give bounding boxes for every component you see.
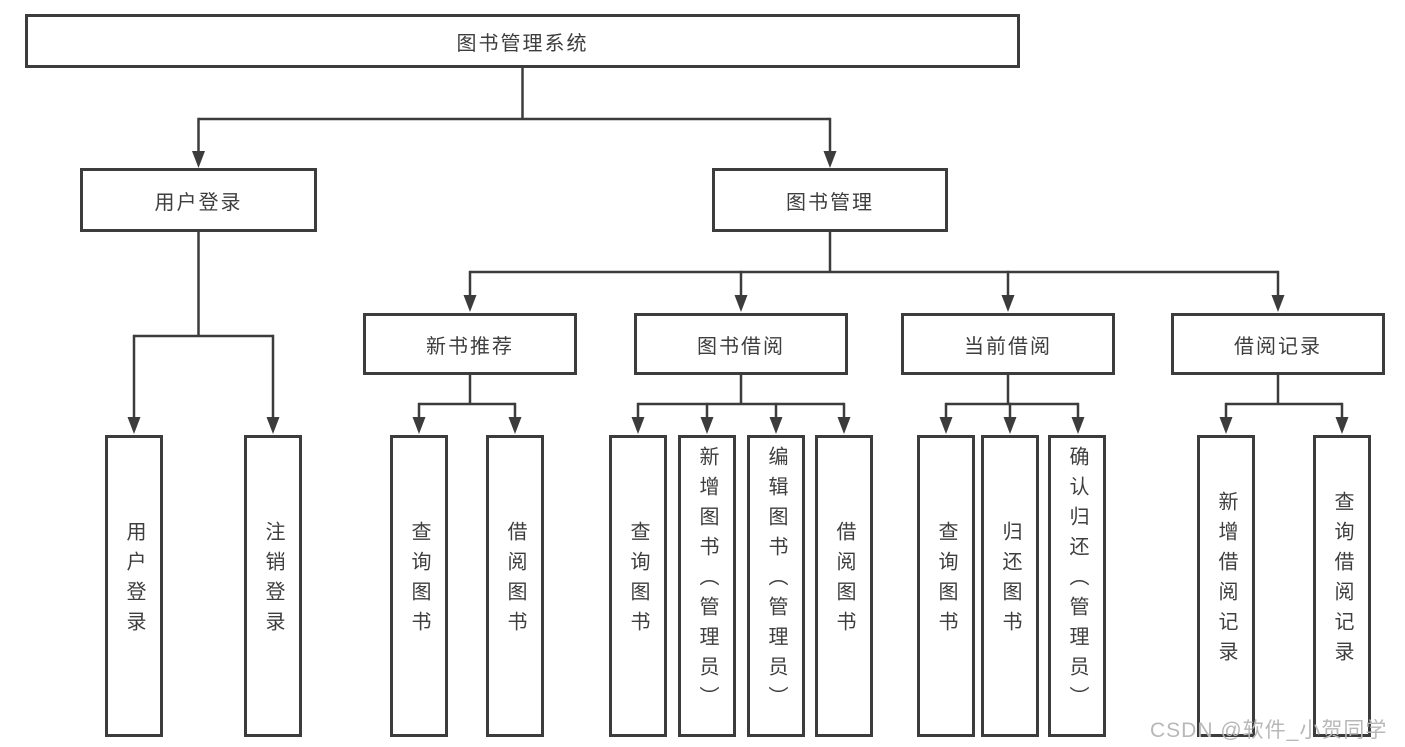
box-label: 新书推荐 [426,335,514,358]
leaf-add-borrow-record: 新增借阅记录 [1197,435,1255,737]
box-borrow-records: 借阅记录 [1171,313,1385,375]
leaf-label: 编辑图书（管理员） [765,446,787,716]
box-user-login: 用户登录 [80,168,317,232]
box-label: 图书管理 [786,191,874,214]
leaf-label: 查询图书 [408,521,430,641]
arrowheads [127,151,1349,434]
leaf-return-books: 归还图书 [981,435,1039,737]
box-current-borrow: 当前借阅 [901,313,1115,375]
leaf-logout: 注销登录 [244,435,302,737]
leaf-add-books-admin: 新增图书（管理员） [678,435,736,737]
leaf-label: 查询图书 [627,521,649,641]
leaf-edit-books-admin: 编辑图书（管理员） [747,435,805,737]
leaf-label: 查询借阅记录 [1331,491,1353,671]
leaf-label: 新增借阅记录 [1215,491,1237,671]
box-label: 用户登录 [154,191,243,214]
leaf-query-books-recommend: 查询图书 [390,435,448,737]
leaf-confirm-return-admin: 确认归还（管理员） [1048,435,1106,737]
box-label: 当前借阅 [964,335,1052,358]
leaf-label: 注销登录 [262,521,284,641]
box-label: 借阅记录 [1234,335,1322,358]
box-new-book-recommend: 新书推荐 [363,313,577,375]
leaf-label: 查询图书 [935,521,957,641]
box-label: 图书借阅 [697,335,785,358]
csdn-watermark: CSDN @软件_小贺同学 [1150,719,1388,742]
leaf-label: 确认归还（管理员） [1066,446,1088,716]
leaf-label: 新增图书（管理员） [696,446,718,716]
leaf-label: 用户登录 [123,521,145,641]
leaf-label: 借阅图书 [504,521,526,641]
root-box-library-system: 图书管理系统 [25,14,1020,68]
leaf-label: 归还图书 [999,521,1021,641]
leaf-query-books-borrow: 查询图书 [609,435,667,737]
leaf-label: 借阅图书 [833,521,855,641]
leaf-query-borrow-record: 查询借阅记录 [1313,435,1371,737]
box-book-management: 图书管理 [712,168,948,232]
leaf-query-books-current: 查询图书 [917,435,975,737]
leaf-borrow-books-recommend: 借阅图书 [486,435,544,737]
box-book-borrow: 图书借阅 [634,313,848,375]
leaf-user-login: 用户登录 [105,435,163,737]
leaf-borrow-books: 借阅图书 [815,435,873,737]
root-label: 图书管理系统 [456,32,589,55]
